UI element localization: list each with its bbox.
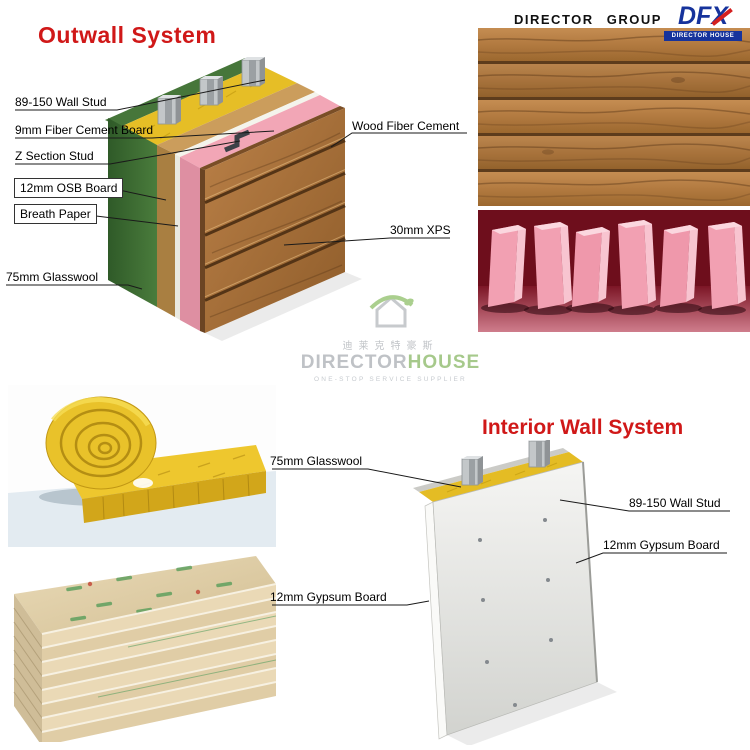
- interior-wall-diagram: [385, 438, 635, 746]
- outwall-title: Outwall System: [38, 22, 217, 48]
- label-outwall-breath-paper: Breath Paper: [14, 204, 97, 224]
- watermark-name-house: HOUSE: [407, 352, 481, 373]
- watermark-tagline: ONE-STOP SERVICE SUPPLIER: [314, 375, 467, 383]
- green-print-marks: [66, 565, 233, 622]
- glasswool-texture: [446, 462, 558, 493]
- watermark: 迪莱克特豪斯 DIRECTORHOUSE ONE-STOP SERVICE SU…: [298, 288, 483, 383]
- siding-planks: [478, 28, 750, 206]
- xps-side: [180, 157, 200, 331]
- label-outwall-osb: 12mm OSB Board: [14, 178, 124, 198]
- screw-dots: [478, 518, 553, 707]
- glasswool-roll-illustration: [8, 385, 276, 547]
- wood-fiber-cement-photo: [477, 28, 750, 206]
- watermark-chinese-text: 迪莱克特豪斯: [342, 341, 439, 352]
- siding-side-edge: [200, 168, 205, 333]
- water-droplet: [133, 478, 153, 488]
- label-outwall-z-stud: Z Section Stud: [15, 149, 94, 163]
- label-interior-gypsum-right: 12mm Gypsum Board: [603, 538, 720, 552]
- green-board-face: [108, 118, 157, 307]
- interior-title: Interior Wall System: [482, 416, 684, 439]
- label-outwall-fiber-cement: 9mm Fiber Cement Board: [15, 123, 154, 137]
- label-outwall-wall-stud: 89-150 Wall Stud: [15, 95, 107, 109]
- right-edge: [582, 461, 598, 683]
- xps-foam-photo: [478, 210, 750, 332]
- interior-wall-illustration: [413, 438, 617, 746]
- label-interior-glasswool: 75mm Glasswool: [270, 454, 363, 468]
- gypsum-top-face: [14, 556, 276, 634]
- xps-boards-illustration: [478, 210, 750, 332]
- xps-boards: [488, 220, 746, 309]
- dfx-logo-subtitle: DIRECTOR HOUSE: [664, 31, 742, 41]
- wall-studs: [461, 438, 550, 486]
- watermark-name: DIRECTORHOUSE: [298, 352, 483, 374]
- dfx-logo: DFX DIRECTOR HOUSE: [664, 4, 742, 41]
- label-interior-wall-stud: 89-150 Wall Stud: [629, 496, 721, 510]
- watermark-name-director: DIRECTOR: [300, 352, 408, 373]
- label-outwall-xps: 30mm XPS: [390, 223, 451, 237]
- wall-shadow: [447, 682, 617, 746]
- left-face-lines: [13, 607, 43, 733]
- gypsum-stack-illustration: [13, 556, 277, 746]
- wall-shadow: [205, 272, 362, 341]
- label-outwall-wood-fiber-cement: Wood Fiber Cement: [352, 119, 460, 133]
- left-cross-section: [108, 118, 205, 333]
- glasswool-roll: [45, 396, 157, 490]
- breath-paper-side: [175, 154, 180, 320]
- label-outwall-glasswool: 75mm Glasswool: [6, 270, 99, 284]
- house-leaf-icon: [369, 295, 414, 328]
- wood-siding-illustration: [477, 28, 750, 206]
- brand-name: DIRECTOR GROUP: [514, 12, 662, 27]
- glasswool-roll-photo: [8, 385, 276, 547]
- osb-side: [157, 145, 175, 317]
- gypsum-board-stack-photo: [8, 550, 277, 746]
- label-interior-gypsum-left: 12mm Gypsum Board: [270, 590, 387, 604]
- gypsum-board-edges: [41, 583, 277, 746]
